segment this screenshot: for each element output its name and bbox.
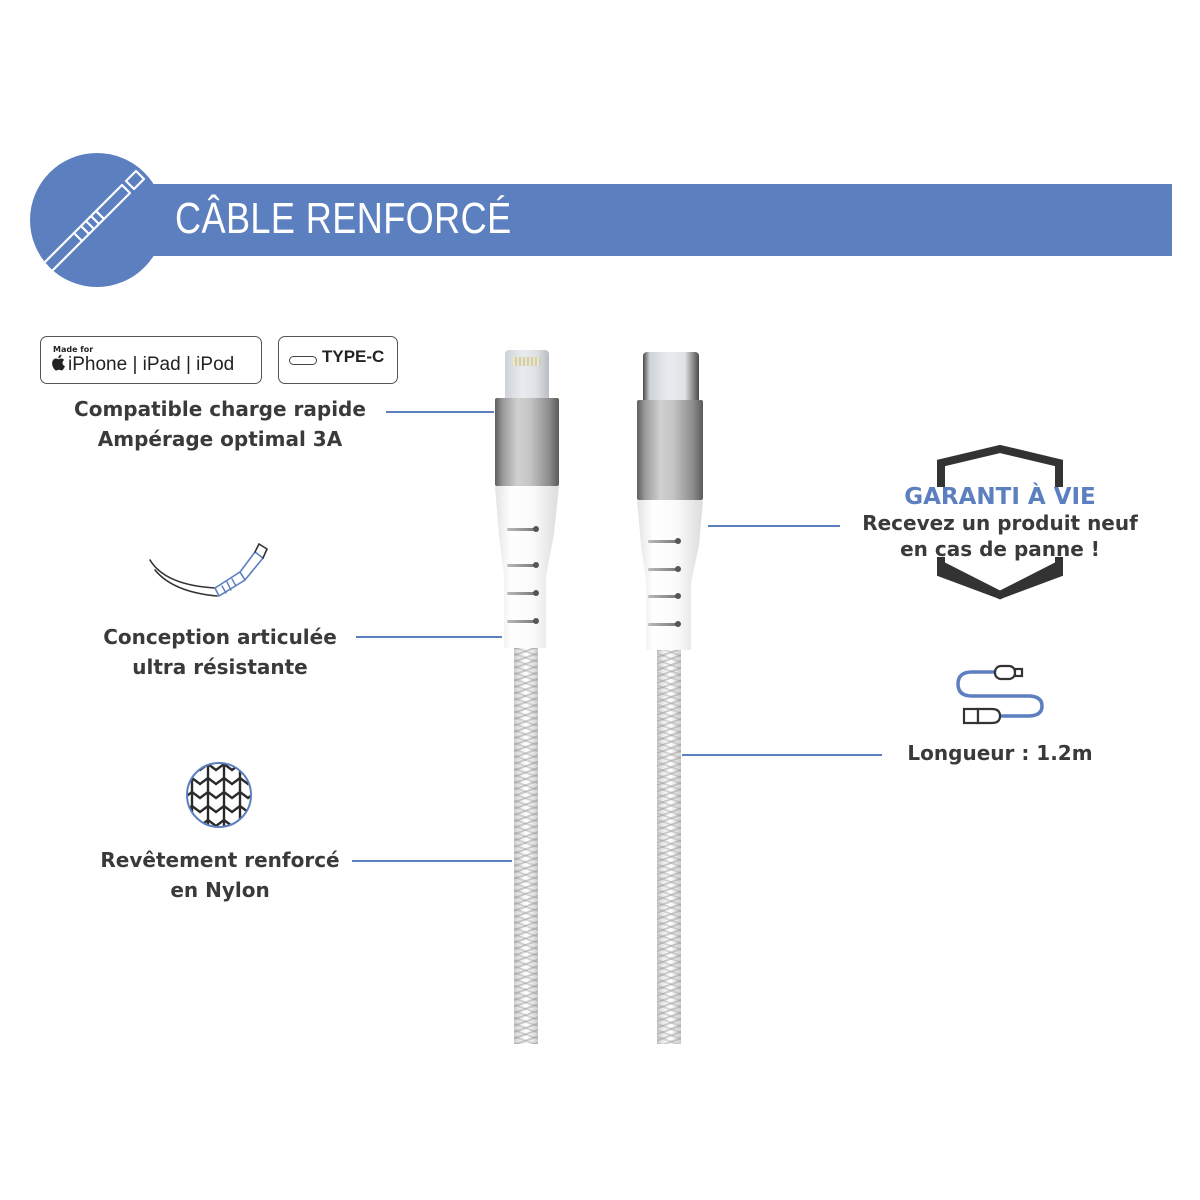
strain-relief-groove bbox=[507, 526, 539, 532]
feature-articulated-design: Conception articulée ultra résistante bbox=[103, 625, 337, 679]
made-for-apple-badge: Made for iPhone | iPad | iPod bbox=[40, 336, 262, 384]
leader-line-nylon bbox=[352, 860, 512, 862]
strain-relief-groove bbox=[648, 566, 681, 572]
bent-cable-icon bbox=[149, 542, 269, 598]
page-title: CÂBLE RENFORCÉ bbox=[175, 194, 512, 243]
lightning-braided-cable bbox=[514, 648, 538, 1044]
strain-relief-groove bbox=[648, 593, 681, 599]
type-c-label: TYPE-C bbox=[322, 347, 385, 366]
type-c-badge: TYPE-C bbox=[278, 336, 398, 384]
strain-relief-groove bbox=[507, 590, 539, 596]
apple-device-list: iPhone | iPad | iPod bbox=[51, 354, 234, 376]
lightning-metal-housing bbox=[495, 398, 559, 486]
usb-c-braided-cable bbox=[657, 650, 681, 1044]
usb-c-port-icon bbox=[289, 356, 317, 365]
usb-c-metal-housing bbox=[637, 400, 703, 500]
nylon-mesh-icon bbox=[186, 762, 252, 828]
banner-badge-circle bbox=[30, 153, 164, 287]
warranty-title: GARANTI À VIE bbox=[904, 484, 1096, 510]
leader-line-fast-charge bbox=[386, 411, 494, 413]
usb-c-strain-relief bbox=[637, 500, 703, 650]
feature-fast-charge: Compatible charge rapide Ampérage optima… bbox=[74, 397, 366, 451]
cable-connector-icon bbox=[33, 169, 146, 282]
strain-relief-groove bbox=[648, 538, 681, 544]
made-for-label: Made for bbox=[53, 345, 94, 354]
strain-relief-groove bbox=[507, 562, 539, 568]
lightning-strain-relief bbox=[495, 486, 559, 648]
title-banner bbox=[120, 184, 1172, 256]
leader-line-articulated bbox=[356, 636, 502, 638]
leader-line-warranty bbox=[708, 525, 840, 527]
leader-line-length bbox=[682, 754, 882, 756]
feature-lifetime-warranty: GARANTI À VIE Recevez un produit neuf en… bbox=[840, 484, 1160, 562]
strain-relief-groove bbox=[648, 621, 681, 627]
strain-relief-groove bbox=[507, 618, 539, 624]
cable-length-icon bbox=[956, 664, 1044, 725]
feature-cable-length: Longueur : 1.2m bbox=[907, 741, 1093, 765]
feature-nylon-coating: Revêtement renforcé en Nylon bbox=[100, 848, 340, 902]
shield-icon bbox=[937, 445, 1063, 600]
apple-logo-icon bbox=[52, 354, 65, 371]
